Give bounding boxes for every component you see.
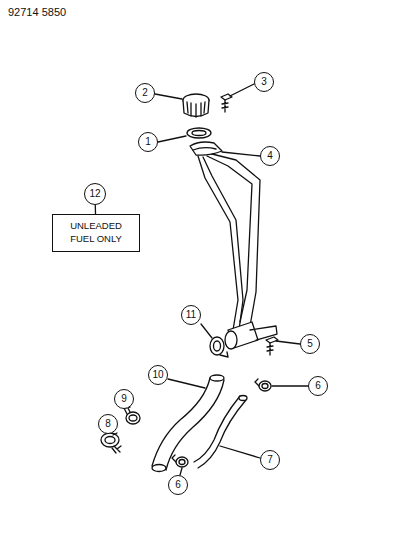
- callout-text: 12: [89, 189, 100, 199]
- plate-text: UNLEADED FUEL ONLY: [57, 220, 135, 246]
- callout-number: 5: [300, 334, 320, 354]
- callout-text: 7: [267, 455, 273, 465]
- callout-text: 6: [175, 480, 181, 490]
- callout-number: 9: [114, 389, 134, 409]
- callout-number: 4: [260, 146, 280, 166]
- callout-number: 3: [254, 72, 274, 92]
- callout-number: 1: [138, 132, 158, 152]
- callout-text: 2: [142, 88, 148, 98]
- callout-text: 8: [105, 419, 111, 429]
- drawing-number: 92714 5850: [8, 6, 66, 18]
- callout-number: 7: [260, 450, 280, 470]
- callout-text: 9: [121, 394, 127, 404]
- callout-text: 5: [307, 339, 313, 349]
- label-plate: UNLEADED FUEL ONLY: [52, 214, 140, 252]
- callout-text: 4: [267, 151, 273, 161]
- callout-text: 1: [145, 137, 151, 147]
- callout-number: 8: [98, 414, 118, 434]
- callout-text: 6: [315, 381, 321, 391]
- callout-number: 12: [84, 183, 106, 205]
- callout-number: 2: [135, 83, 155, 103]
- callout-text: 3: [261, 77, 267, 87]
- callout-text: 10: [152, 370, 163, 380]
- leader-line: [95, 205, 96, 214]
- callout-number: 6: [168, 475, 188, 495]
- callout-number: 6: [308, 376, 328, 396]
- callout-number: 10: [148, 365, 168, 385]
- callout-text: 11: [186, 310, 196, 320]
- callout-number: 11: [181, 305, 201, 325]
